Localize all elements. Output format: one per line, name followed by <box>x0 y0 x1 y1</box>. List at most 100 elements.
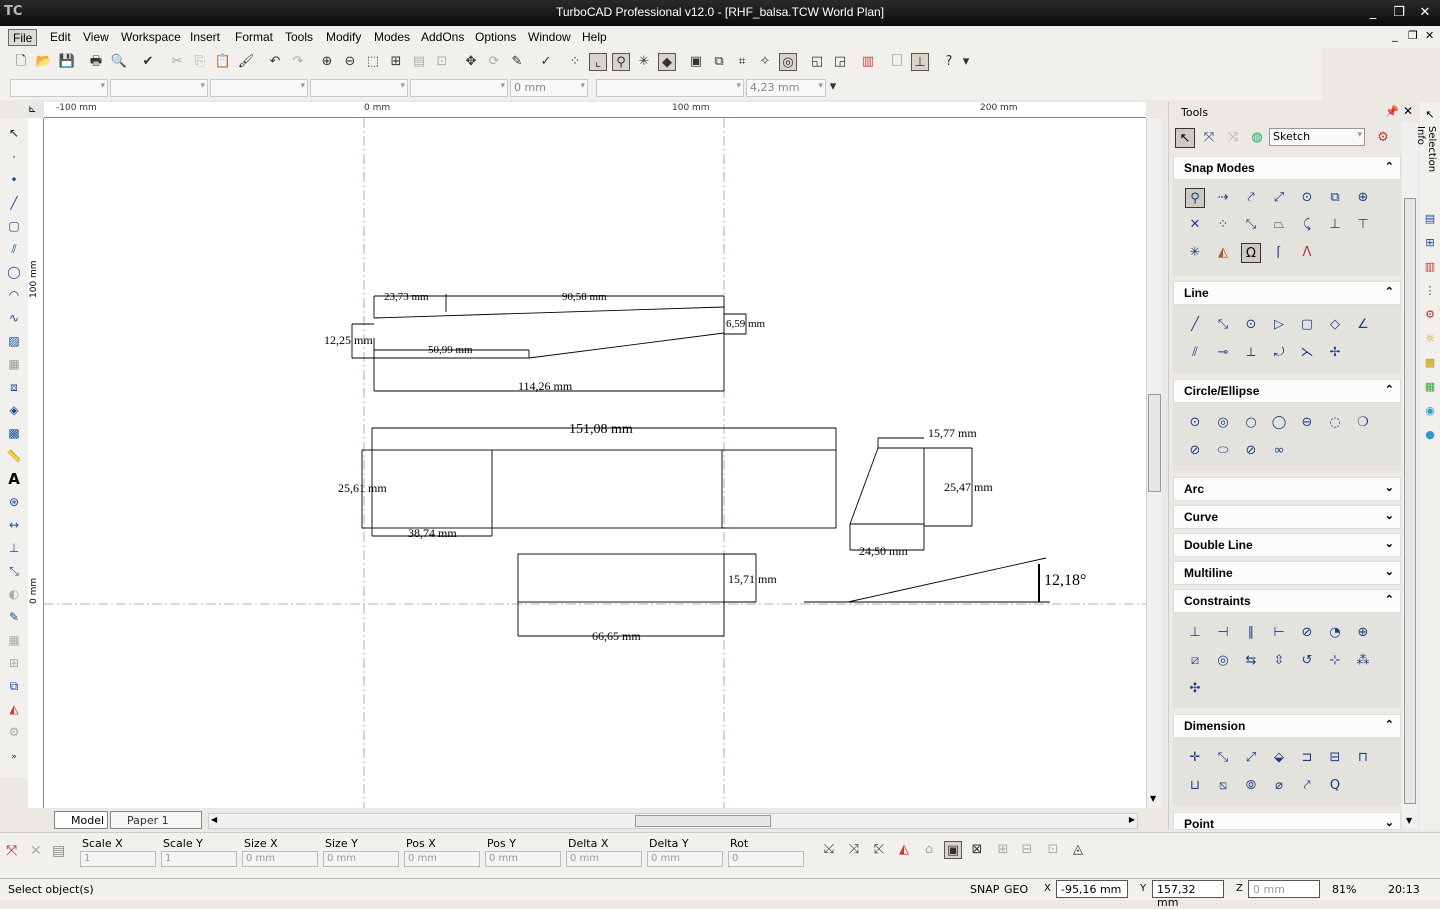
canvas-horizontal-scrollbar[interactable]: ◀ ▶ <box>208 813 1138 829</box>
size-y-field[interactable]: 0 mm <box>323 851 399 867</box>
render-icon[interactable]: ◆ <box>658 53 676 71</box>
box-3d-icon[interactable]: ⧈ <box>10 380 18 394</box>
color-combo[interactable] <box>110 79 208 97</box>
snap-draw-icon[interactable]: ⏢ <box>1273 217 1285 232</box>
section-line[interactable]: Line⌃ <box>1173 281 1401 305</box>
menu-file[interactable]: File <box>8 29 38 46</box>
ellipse-fixed-icon[interactable]: ∞ <box>1273 443 1285 458</box>
select-arrow-icon[interactable]: ↖ <box>1425 108 1435 121</box>
text-height-combo[interactable]: 4,23 mm <box>746 79 826 97</box>
select-arrow-icon[interactable]: ↖ <box>1175 128 1195 148</box>
wand-icon[interactable]: ✎ <box>511 54 523 69</box>
section-point[interactable]: Point⌄ <box>1173 812 1401 831</box>
single-point-icon[interactable]: • <box>10 173 18 187</box>
constraint-perp-icon[interactable]: ⊥ <box>1189 625 1201 640</box>
selection-info-tab[interactable]: Selection Info <box>1415 126 1437 173</box>
scale-y-field[interactable]: 1 <box>161 851 237 867</box>
snap-tangent-icon[interactable]: ⊕ <box>1357 190 1369 205</box>
snap-magnetic-icon[interactable]: Ω <box>1241 243 1261 263</box>
reshape-icon[interactable]: ⤪ <box>873 842 885 857</box>
blend-icon[interactable]: ◐ <box>8 587 20 601</box>
point-icon[interactable]: ⋅ <box>12 150 16 164</box>
edit-tool-icon[interactable]: ⤧ <box>1203 130 1215 145</box>
measure-angle-icon[interactable]: ◬ <box>1073 842 1083 857</box>
size-x-field[interactable]: 0 mm <box>242 851 318 867</box>
canvas-vertical-scrollbar[interactable]: ▼ <box>1146 118 1162 808</box>
distribute-icon[interactable]: ⊟ <box>1021 842 1033 857</box>
arc-tool-icon[interactable]: ◠ <box>8 288 20 302</box>
array-icon[interactable]: ⊞ <box>8 656 20 670</box>
save-icon[interactable]: 💾 <box>58 54 76 69</box>
tab-model[interactable]: Model <box>54 811 108 829</box>
open-folder-icon[interactable]: 📂 <box>35 54 53 69</box>
scroll-down-icon[interactable]: ▼ <box>1150 794 1157 803</box>
layers-icon[interactable]: ⋮ <box>1424 284 1436 297</box>
delta-y-field[interactable]: 0 mm <box>647 851 723 867</box>
snap-percent-icon[interactable]: ◭ <box>1218 245 1228 260</box>
sparkle-icon[interactable]: ✳ <box>638 54 650 69</box>
line-tool-icon[interactable]: ╱ <box>10 196 18 210</box>
section-dimension[interactable]: Dimension⌃ <box>1173 714 1401 738</box>
dim-multiple-icon[interactable]: ⊔ <box>1189 778 1201 793</box>
section-constraints[interactable]: Constraints⌃ <box>1173 589 1401 613</box>
camera-icon[interactable]: ⌗ <box>738 54 746 69</box>
line-rectangle-icon[interactable]: ▢ <box>1300 317 1314 332</box>
snap-curve-icon[interactable]: ⤹ <box>1303 217 1311 232</box>
geo-toggle[interactable]: GEO <box>1004 883 1029 896</box>
section-snap-modes[interactable]: Snap Modes⌃ <box>1173 156 1401 180</box>
cancel-icon[interactable]: ✕ <box>30 843 42 859</box>
constraint-show-icon[interactable]: ✣ <box>1189 681 1201 696</box>
snap-angle-icon[interactable]: Λ <box>1302 245 1312 260</box>
light-icon[interactable]: ✧ <box>759 54 771 69</box>
scroll-thumb[interactable] <box>1404 198 1416 804</box>
bulb-icon[interactable]: ☼ <box>1425 332 1435 345</box>
measure-icon[interactable]: 📏 <box>6 449 22 463</box>
snap-align-icon[interactable]: ⤡ <box>1245 217 1257 232</box>
constraint-auto-icon[interactable]: ⁂ <box>1356 653 1370 668</box>
dim-text-icon[interactable]: Q <box>1329 778 1341 793</box>
line-parallel-icon[interactable]: ⫽ <box>1192 345 1198 360</box>
print-icon[interactable]: 🖶 <box>89 54 103 69</box>
paste-icon[interactable]: 📋 <box>214 54 232 69</box>
help-cursor-icon[interactable]: ? <box>945 54 953 69</box>
dim-datum-icon[interactable]: ⧅ <box>1218 778 1228 793</box>
new-file-icon[interactable]: 🗋 <box>15 54 27 69</box>
circle-tan-2-icon[interactable]: ◌ <box>1329 415 1341 430</box>
pan-icon[interactable]: ✥ <box>465 54 477 69</box>
orbit-icon[interactable]: ◎ <box>779 53 797 71</box>
line-tangent-arc-icon[interactable]: ⤾ <box>1273 345 1285 360</box>
scroll-down-icon[interactable]: ▼ <box>1406 816 1413 825</box>
layer-combo[interactable] <box>10 79 108 97</box>
restore-button[interactable]: ❐ <box>1393 5 1405 20</box>
node-edit-icon[interactable]: ⤨ <box>848 842 860 857</box>
menu-workspace[interactable]: Workspace <box>121 30 181 44</box>
globe-icon[interactable]: ◍ <box>1251 130 1263 145</box>
close-button[interactable]: ✕ <box>1419 5 1431 20</box>
redraw-icon[interactable]: ⟳ <box>488 54 500 69</box>
line-bisector-icon[interactable]: ⋋ <box>1300 345 1314 360</box>
doc-close-button[interactable]: ✕ <box>1425 29 1435 42</box>
copy-tool-icon[interactable]: ⧉ <box>9 679 19 693</box>
pos-x-field[interactable]: 0 mm <box>404 851 480 867</box>
layers-icon[interactable]: ▣ <box>689 54 703 69</box>
grid-icon[interactable]: ▦ <box>8 633 20 647</box>
constraint-distance-icon[interactable]: ⇳ <box>1273 653 1285 668</box>
ellipse-rotated-icon[interactable]: ⊘ <box>1245 443 1257 458</box>
ucs-icon[interactable]: ⊥ <box>911 53 929 71</box>
circle-3point-icon[interactable]: ◯ <box>1271 415 1287 430</box>
circle-2point-icon[interactable]: ○ <box>1245 415 1257 430</box>
circle-center-icon[interactable]: ⊙ <box>1189 415 1201 430</box>
design-director-icon[interactable]: ▤ <box>1424 212 1436 225</box>
section-curve[interactable]: Curve⌄ <box>1173 505 1401 529</box>
rotation-field[interactable]: 0 <box>728 851 804 867</box>
dim-parallel-icon[interactable]: ⤡ <box>1217 750 1229 765</box>
dim-orthogonal-icon[interactable]: ✛ <box>1189 750 1201 765</box>
linestyle-combo[interactable] <box>210 79 308 97</box>
doc-minimize-button[interactable]: _ <box>1392 29 1398 42</box>
cube-icon[interactable]: ⧉ <box>714 54 724 69</box>
snap-middle-icon[interactable]: ⤢ <box>1273 190 1285 205</box>
mode-dropdown[interactable]: Sketch <box>1269 128 1365 146</box>
circle-multi-icon[interactable]: ❍ <box>1357 415 1369 430</box>
ellipse-icon[interactable]: ⬭ <box>1217 443 1229 458</box>
page-icon[interactable]: 🗌 <box>891 54 903 69</box>
